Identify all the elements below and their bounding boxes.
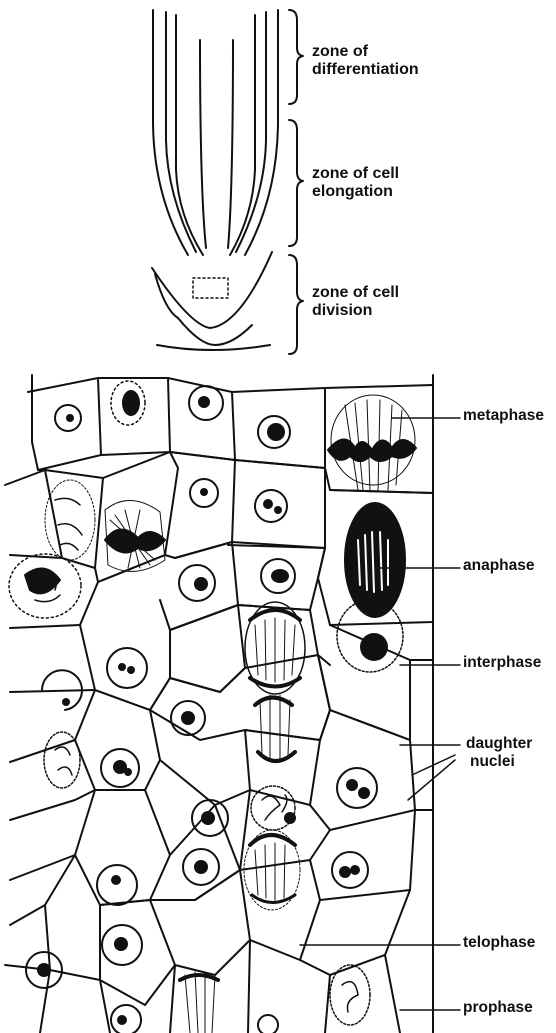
zone-elongation-label: zone of cell elongation bbox=[312, 165, 399, 201]
zone-division-line1: zone of cell bbox=[312, 284, 399, 302]
zone-division-line2: division bbox=[312, 302, 399, 320]
bottom-dividing-figure bbox=[180, 972, 218, 1033]
metaphase-label: metaphase bbox=[463, 407, 544, 425]
interphase-label: interphase bbox=[463, 654, 541, 672]
prophase-label: prophase bbox=[463, 999, 533, 1017]
root-tip-outline bbox=[152, 10, 278, 350]
interphase-nuclei bbox=[9, 381, 403, 1033]
telophase-figure-lower bbox=[244, 830, 300, 910]
daughter-nuclei-label: daughter nuclei bbox=[466, 735, 532, 771]
zone-differentiation-line2: differentiation bbox=[312, 61, 419, 79]
zone-braces bbox=[289, 10, 303, 354]
metaphase-figure bbox=[328, 395, 416, 492]
late-anaphase-figure bbox=[245, 602, 305, 694]
dividing-figure-left bbox=[105, 500, 165, 571]
zone-division-label: zone of cell division bbox=[312, 284, 399, 320]
dotted-region-box bbox=[193, 278, 228, 298]
zone-elongation-line1: zone of cell bbox=[312, 165, 399, 183]
telophase-figure-upper bbox=[255, 695, 295, 761]
anaphase-label: anaphase bbox=[463, 557, 535, 575]
daughter-nuclei-line2: nuclei bbox=[466, 753, 532, 771]
zone-differentiation-line1: zone of bbox=[312, 43, 419, 61]
zone-differentiation-label: zone of differentiation bbox=[312, 43, 419, 79]
zone-elongation-line2: elongation bbox=[312, 183, 399, 201]
daughter-nuclei-line1: daughter bbox=[466, 735, 532, 753]
anaphase-figure bbox=[345, 503, 405, 617]
telophase-label: telophase bbox=[463, 934, 535, 952]
nucleoli bbox=[37, 390, 388, 1025]
